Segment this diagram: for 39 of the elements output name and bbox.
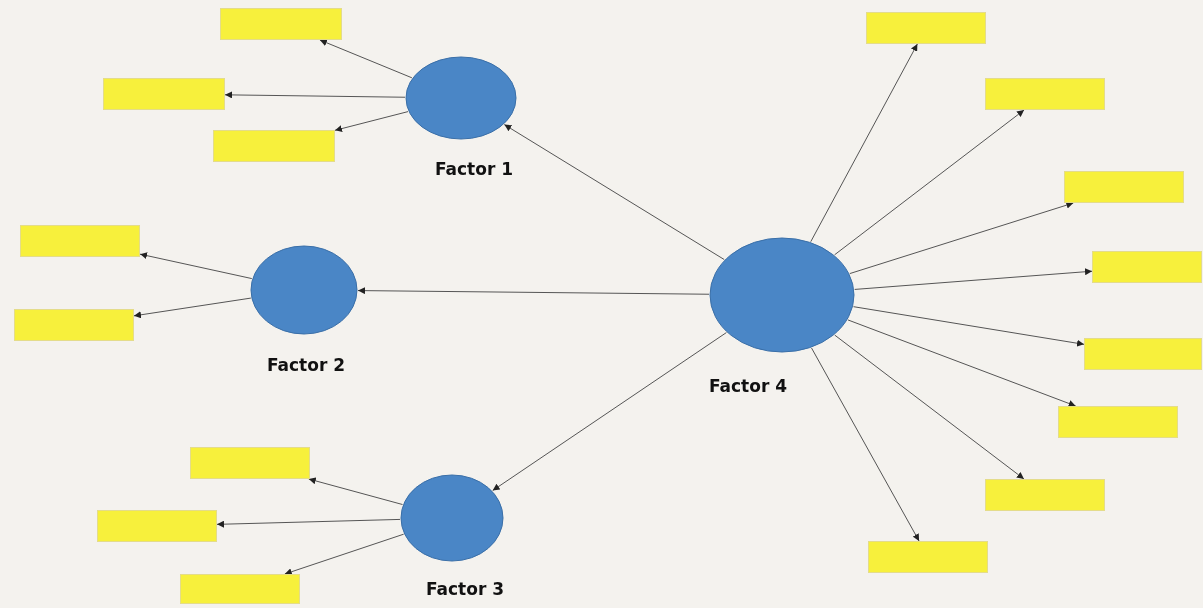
arrow: [224, 91, 406, 99]
factor-label: Factor 3: [425, 579, 505, 599]
empty-box: [97, 510, 217, 542]
arrow: [133, 297, 252, 319]
arrow: [503, 124, 725, 261]
empty-box: [103, 78, 225, 110]
empty-box: [985, 479, 1105, 511]
arrow: [357, 287, 710, 295]
arrow: [834, 334, 1025, 480]
factor-label: Factor 1: [434, 159, 514, 179]
arrow: [308, 477, 403, 505]
arrow: [334, 111, 409, 132]
empty-box: [868, 541, 988, 573]
arrow: [811, 347, 920, 542]
arrow: [492, 332, 727, 492]
empty-box: [1092, 251, 1202, 283]
arrow: [319, 39, 413, 79]
arrow: [853, 306, 1085, 347]
arrow: [216, 518, 401, 528]
empty-box: [213, 130, 335, 162]
arrow: [834, 109, 1025, 256]
arrow: [139, 252, 253, 280]
factor-label: Factor 2: [266, 355, 346, 375]
arrow: [847, 319, 1077, 407]
factor-label: Factor 4: [708, 376, 788, 396]
empty-box: [1064, 171, 1184, 203]
empty-box: [20, 225, 140, 257]
empty-box: [180, 574, 300, 604]
empty-box: [1058, 406, 1178, 438]
empty-box: [220, 8, 342, 40]
arrow: [854, 268, 1093, 290]
empty-box: [866, 12, 986, 44]
empty-box: [1084, 338, 1202, 370]
arrow: [284, 533, 405, 576]
arrow: [810, 43, 918, 243]
empty-box: [985, 78, 1105, 110]
empty-box: [14, 309, 134, 341]
arrow: [849, 201, 1074, 275]
empty-box: [190, 447, 310, 479]
